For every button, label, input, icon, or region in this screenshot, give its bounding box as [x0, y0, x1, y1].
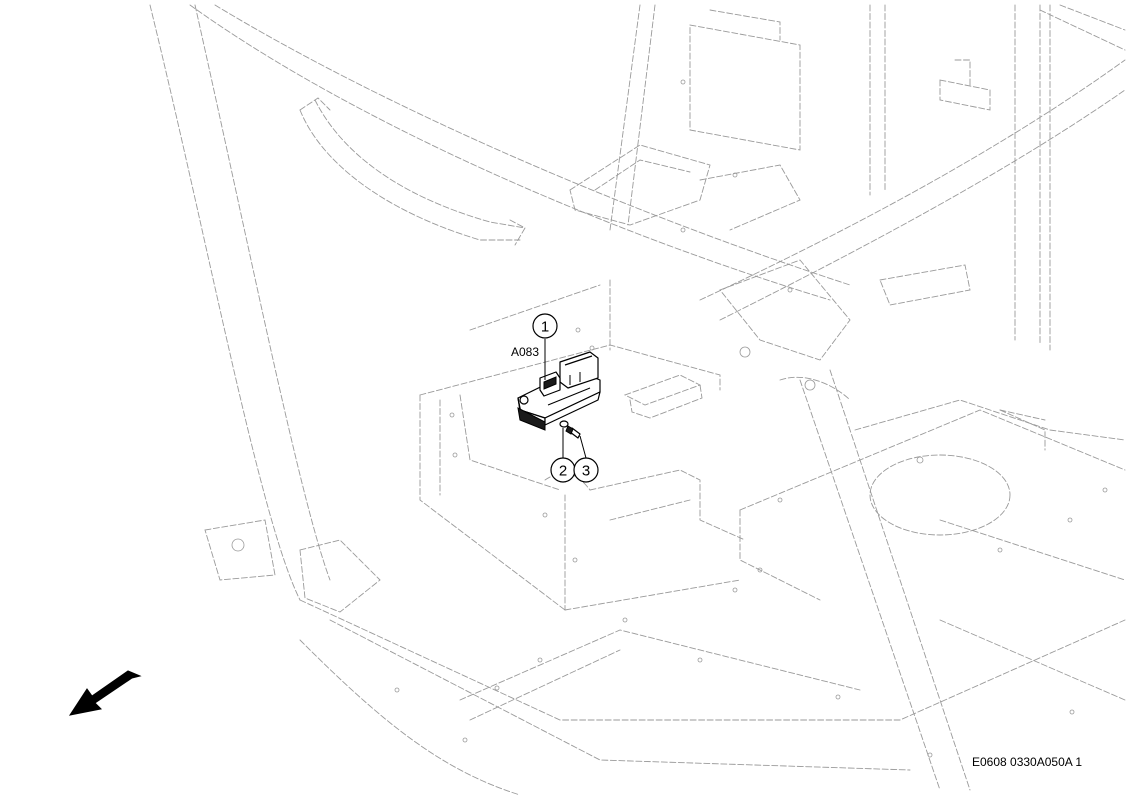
callout-2: 2: [550, 428, 576, 483]
drawing-number: E0608 0330A050A 1: [972, 755, 1082, 769]
vehicle-frame-outline: [149, 4, 1126, 796]
direction-arrow-icon: [68, 670, 142, 716]
control-module-a083: [517, 351, 601, 431]
callout-1: 1: [532, 313, 558, 380]
callout-3: 3: [573, 435, 599, 483]
component-label: A083: [511, 345, 539, 359]
callout-1-label: 1: [541, 319, 549, 336]
washer: [559, 420, 569, 428]
callout-2-label: 2: [559, 463, 567, 480]
callout-3-label: 3: [582, 463, 590, 480]
screw: [565, 425, 581, 439]
